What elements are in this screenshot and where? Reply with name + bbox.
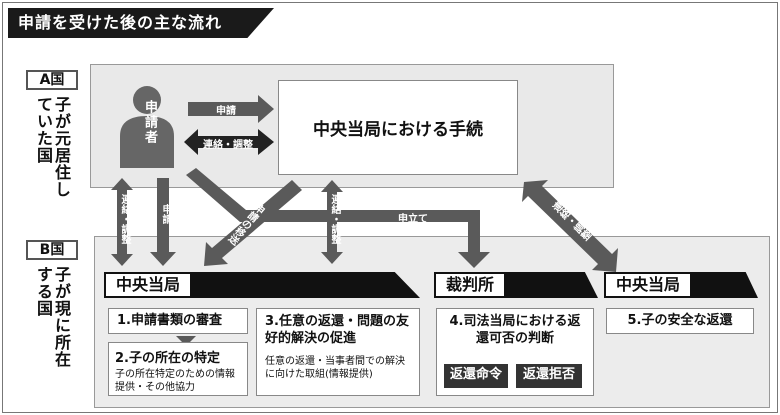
return-order-tag: 返還命令 [444, 364, 508, 388]
label-left-apply: 申請 [160, 204, 171, 224]
arrow-liaise [184, 129, 274, 155]
central-procedure-box: 中央当局における手続 [278, 80, 518, 175]
arrow-apply [188, 95, 274, 123]
step-5-box: 5.子の安全な返還 [606, 308, 754, 334]
step-2-subtext: 子の所在特定のための情報提供・その他協力 [115, 369, 235, 393]
return-refusal-tag: 返還拒否 [516, 364, 582, 388]
arrow-right-liaise [522, 180, 618, 272]
label-liaise: 連絡・調整 [203, 140, 253, 151]
arrow-mid-liaise [321, 180, 343, 264]
section-central-b: 中央当局 [104, 272, 420, 298]
section-court: 裁判所 [434, 272, 598, 298]
step-3-subtext: 任意の返還・当事者間での解決に向けた取組(情報提供) [265, 356, 405, 380]
label-apply: 申請 [216, 106, 236, 117]
arrow-left-liaise [111, 178, 133, 266]
section-central-b2-label: 中央当局 [604, 272, 693, 298]
country-a-tab: A国 [26, 70, 78, 90]
title-banner: 申請を受けた後の主な流れ [8, 8, 274, 38]
label-court-filing: 申立て [398, 214, 428, 225]
country-b-desc: 子が現に所在する国 [34, 266, 71, 368]
applicant-person-icon [120, 86, 174, 168]
step-3-box: 3.任意の返還・問題の友好的解決の促進 任意の返還・当事者間での解決に向けた取組… [256, 308, 420, 396]
label-mid-liaise: 連絡・調整 [329, 194, 340, 244]
step-2-title: 2.子の所在の特定 [115, 351, 220, 366]
step-5-label: 5.子の安全な返還 [627, 313, 733, 328]
section-central-b-label: 中央当局 [104, 272, 193, 298]
step-4-title: 4.司法当局における返還可否の判断 [449, 314, 581, 346]
arrow-left-apply [150, 178, 176, 266]
section-central-b2: 中央当局 [604, 272, 758, 298]
country-b-tab: B国 [26, 240, 78, 260]
arrow-filing [186, 168, 490, 268]
applicant-label: 申請者 [142, 100, 157, 145]
step-3-title: 3.任意の返還・問題の友好的解決の促進 [265, 314, 409, 346]
arrow-step-down [176, 336, 196, 346]
step-1-box: 1.申請書類の審査 [108, 308, 248, 334]
country-a-desc: 子が元居住していた国 [34, 96, 71, 198]
arrow-transfer [204, 180, 302, 266]
step-1-label: 1.申請書類の審査 [117, 313, 222, 328]
label-left-liaise: 連絡・調整 [119, 194, 130, 244]
section-court-label: 裁判所 [434, 272, 507, 298]
step-2-box: 2.子の所在の特定 子の所在特定のための情報提供・その他協力 [108, 342, 248, 396]
